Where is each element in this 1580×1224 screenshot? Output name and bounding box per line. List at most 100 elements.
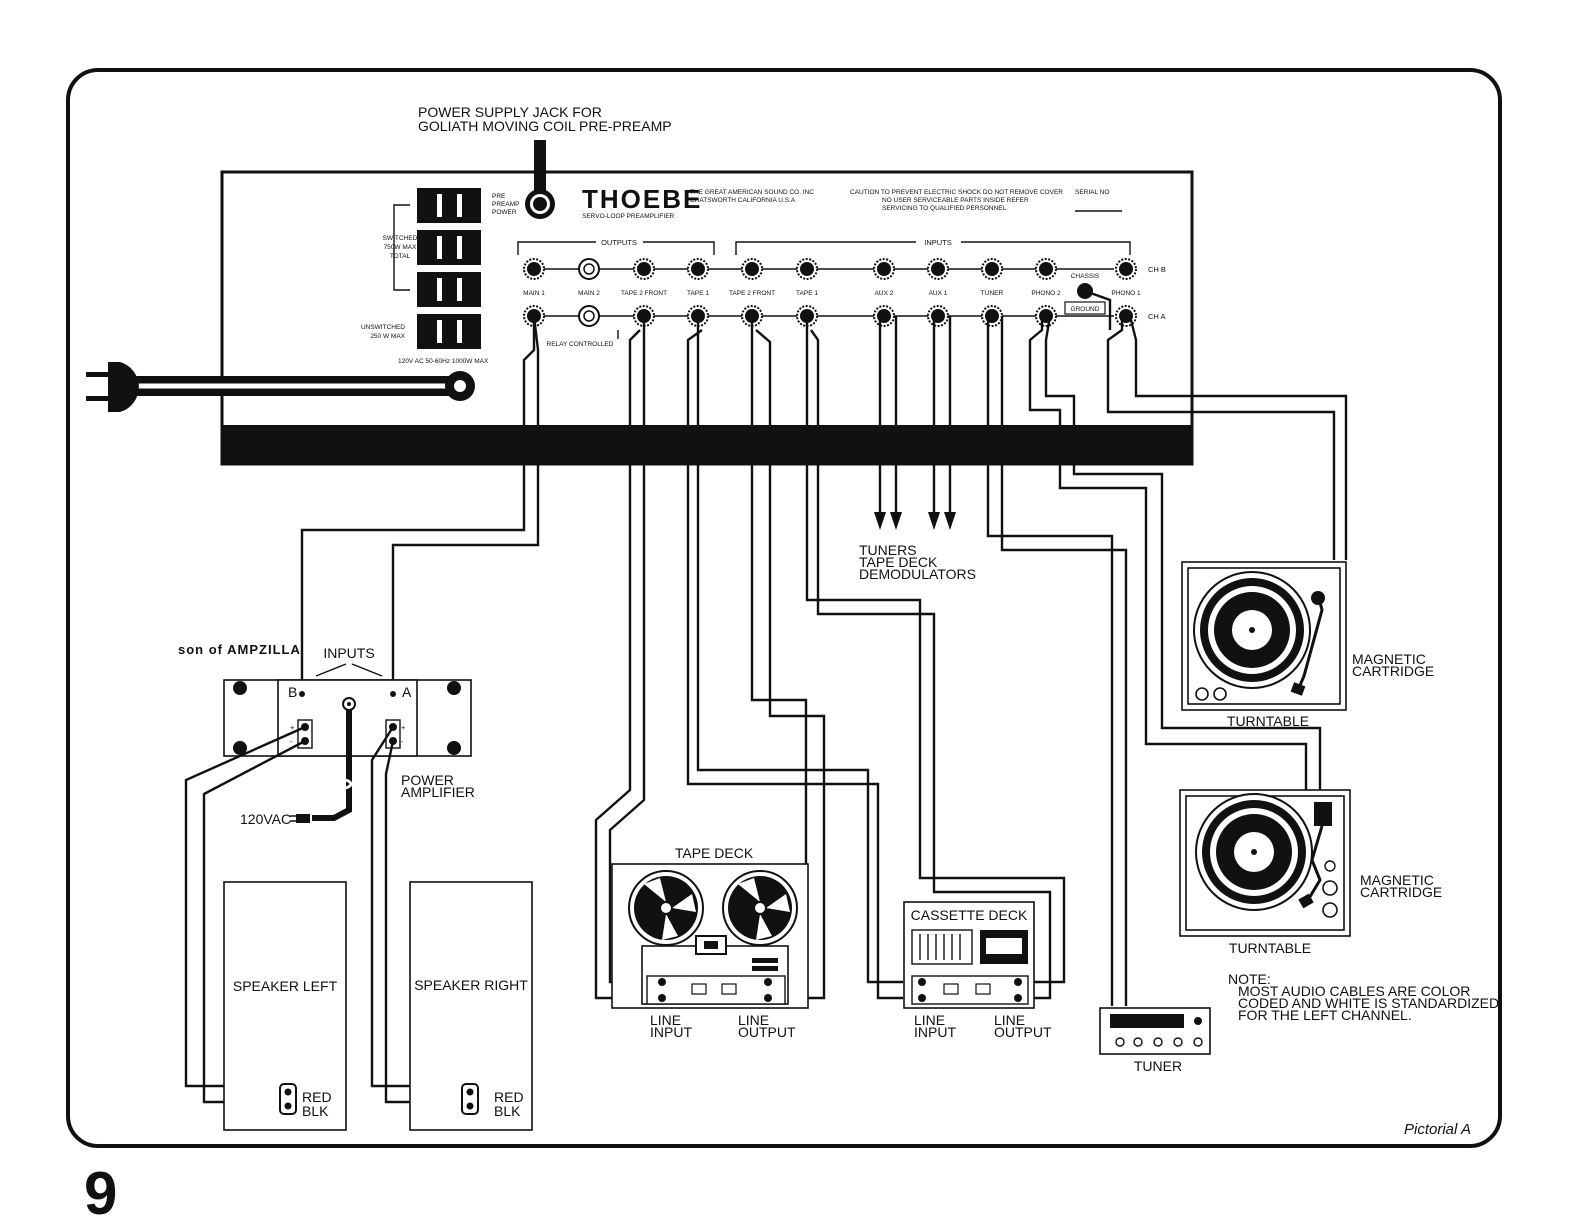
power-cord xyxy=(86,362,475,412)
svg-text:NO USER SERVICEABLE PARTS INSI: NO USER SERVICEABLE PARTS INSIDE REFER xyxy=(882,197,1029,204)
svg-text:-: - xyxy=(290,737,293,746)
page-number: 9 xyxy=(84,1160,117,1224)
cassette-deck: CASSETTE DECK LINE INPUT LINE OUTPUT xyxy=(903,901,1052,1040)
svg-text:AMPLIFIER: AMPLIFIER xyxy=(401,784,475,800)
note-line: MOST AUDIO CABLES ARE COLOR xyxy=(1238,983,1470,999)
svg-text:OUTPUT: OUTPUT xyxy=(738,1024,796,1040)
ac-outlets xyxy=(393,188,481,349)
jack-label: AUX 1 xyxy=(929,290,948,297)
cables xyxy=(300,289,1348,1006)
speaker-left-red: RED xyxy=(302,1089,332,1105)
note-line: FOR THE LEFT CHANNEL. xyxy=(1238,1007,1412,1023)
svg-text:+: + xyxy=(290,723,295,732)
cassette-line-output: LINE xyxy=(994,1012,1025,1028)
tuner-label: TUNER xyxy=(1134,1058,1182,1074)
amp-input-b: B xyxy=(288,684,297,700)
turntable-1: TURNTABLE MAGNETIC CARTRIDGE xyxy=(1181,561,1434,729)
jack-label: TAPE 2 FRONT xyxy=(729,290,775,297)
svg-text:TOTAL: TOTAL xyxy=(390,253,411,260)
maker-line1: THE GREAT AMERICAN SOUND CO. INC xyxy=(690,189,814,196)
turntable-platter-icon xyxy=(1195,793,1313,911)
speaker-left-label: SPEAKER LEFT xyxy=(233,978,338,994)
jack-label: MAIN 1 xyxy=(523,290,545,297)
svg-text:DEMODULATORS: DEMODULATORS xyxy=(859,566,976,582)
jack-label: TUNER xyxy=(981,290,1004,297)
pre-preamp-power-label: PRE xyxy=(492,193,506,200)
ground-label: GROUND xyxy=(1071,306,1100,313)
outputs-label: OUTPUTS xyxy=(601,238,637,247)
serial-label: SERIAL NO xyxy=(1075,189,1109,196)
ch-b-label: CH B xyxy=(1148,265,1166,274)
speaker-right: SPEAKER RIGHT RED BLK xyxy=(409,881,533,1131)
svg-text:750W MAX: 750W MAX xyxy=(384,244,418,251)
turntable-1-label: TURNTABLE xyxy=(1227,713,1309,729)
speaker-left-blk: BLK xyxy=(302,1103,329,1119)
speaker-right-blk: BLK xyxy=(494,1103,521,1119)
preamp-model: SERVO-LOOP PREAMPLIFIER xyxy=(582,213,675,220)
speaker-right-label: SPEAKER RIGHT xyxy=(414,977,528,993)
unswitched-label: UNSWITCHED xyxy=(361,324,405,331)
jack-label: MAIN 2 xyxy=(578,290,600,297)
cassette-line-input: LINE xyxy=(914,1012,945,1028)
page-frame xyxy=(66,68,1502,1148)
tape-reel-icon xyxy=(722,870,798,946)
chassis-label: CHASSIS xyxy=(1071,273,1100,280)
jack-main-2[interactable] xyxy=(578,258,600,327)
svg-text:-: - xyxy=(401,737,404,746)
jack-label: TAPE 1 xyxy=(687,290,709,297)
tape-deck-label: TAPE DECK xyxy=(675,845,754,861)
inputs-label: INPUTS xyxy=(924,238,952,247)
turntable-2-cartridge: MAGNETIC xyxy=(1360,872,1434,888)
turntable-2: TURNTABLE MAGNETIC CARTRIDGE xyxy=(1179,789,1442,956)
preamp-rear-panel: SWITCHED 750W MAX TOTAL UNSWITCHED 250 W… xyxy=(220,140,1194,466)
jack-label: TAPE 1 xyxy=(796,290,818,297)
svg-text:CARTRIDGE: CARTRIDGE xyxy=(1352,663,1434,679)
turntable-1-cartridge: MAGNETIC xyxy=(1352,651,1426,667)
svg-text:+: + xyxy=(401,723,406,732)
vac-label: 120VAC xyxy=(240,811,291,827)
tape-line-output: LINE xyxy=(738,1012,769,1028)
turntable-2-label: TURNTABLE xyxy=(1229,940,1311,956)
ch-a-label: CH A xyxy=(1148,312,1166,321)
svg-text:OUTPUT: OUTPUT xyxy=(994,1024,1052,1040)
svg-text:TAPE DECK: TAPE DECK xyxy=(859,554,938,570)
power-amplifier-label: POWER xyxy=(401,772,454,788)
jack-label: TAPE 2 FRONT xyxy=(621,290,667,297)
tape-deck: TAPE DECK LINE INPUT LINE OUTPUT xyxy=(611,845,809,1040)
amp-input-a: A xyxy=(402,684,412,700)
svg-text:POWER: POWER xyxy=(492,209,517,216)
jack-label: PHONO 1 xyxy=(1111,290,1141,297)
pictorial-label: Pictorial A xyxy=(1404,1121,1471,1138)
plug-icon xyxy=(108,362,139,412)
relay-controlled-label: RELAY CONTROLLED xyxy=(547,341,614,348)
svg-text:PREAMP: PREAMP xyxy=(492,201,519,208)
power-supply-note: POWER SUPPLY JACK FOR xyxy=(418,104,602,120)
svg-text:250 W MAX: 250 W MAX xyxy=(370,333,405,340)
amp-inputs-label: INPUTS xyxy=(323,645,374,661)
note-line: CODED AND WHITE IS STANDARDIZED xyxy=(1238,995,1499,1011)
jack-label: PHONO 2 xyxy=(1031,290,1061,297)
preamp-brand: THOEBE xyxy=(582,184,702,214)
ac-rating: 120V AC 50-60Hz 1000W MAX xyxy=(398,358,489,365)
tape-line-input: LINE xyxy=(650,1012,681,1028)
tape-reel-icon xyxy=(628,870,704,946)
speaker-right-red: RED xyxy=(494,1089,524,1105)
jack-label: AUX 2 xyxy=(875,290,894,297)
switched-label: SWITCHED xyxy=(383,235,418,242)
caution-line1: CAUTION TO PREVENT ELECTRIC SHOCK DO NOT… xyxy=(850,189,1063,196)
speaker-left: SPEAKER LEFT RED BLK xyxy=(223,881,347,1131)
tuner: TUNER xyxy=(1099,1007,1211,1074)
svg-text:INPUT: INPUT xyxy=(914,1024,956,1040)
turntable-platter-icon xyxy=(1193,571,1311,689)
maker-line2: CHATSWORTH CALIFORNIA U.S.A xyxy=(690,197,796,204)
cassette-deck-label: CASSETTE DECK xyxy=(911,907,1028,923)
svg-text:CARTRIDGE: CARTRIDGE xyxy=(1360,884,1442,900)
svg-text:INPUT: INPUT xyxy=(650,1024,692,1040)
sources-note: TUNERS xyxy=(859,542,917,558)
svg-text:SERVICING TO QUALIFIED PERSONN: SERVICING TO QUALIFIED PERSONNEL xyxy=(882,205,1007,212)
note-heading: NOTE: xyxy=(1228,971,1271,987)
power-amplifier: son of AMPZILLA INPUTS B A + - + - POWER A… xyxy=(178,642,475,827)
svg-text:GOLIATH MOVING COIL PRE-PREAMP: GOLIATH MOVING COIL PRE-PREAMP xyxy=(418,118,672,134)
amp-brand: son of AMPZILLA xyxy=(178,642,301,657)
